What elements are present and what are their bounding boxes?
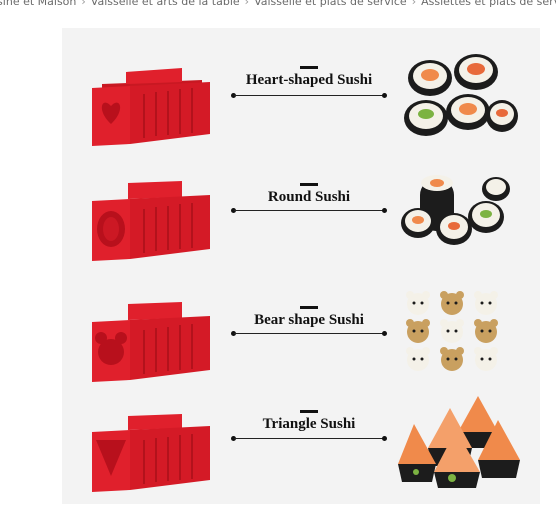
- row-round-sushi: Round Sushi: [62, 163, 540, 273]
- divider-line: [234, 438, 384, 439]
- row-label: Heart-shaped Sushi: [245, 72, 373, 88]
- breadcrumb-separator: ›: [244, 0, 250, 8]
- divider-line: [234, 333, 384, 334]
- triangle-sushi-icon: [398, 396, 520, 488]
- line-dot-left: [231, 208, 236, 213]
- row-label: Round Sushi: [267, 189, 351, 205]
- line-dot-left: [231, 436, 236, 441]
- title-dash: [300, 410, 318, 413]
- line-dot-left: [231, 331, 236, 336]
- breadcrumb-item-home[interactable]: isine et Maison: [0, 0, 77, 8]
- row-label: Bear shape Sushi: [254, 312, 364, 328]
- line-dot-right: [382, 436, 387, 441]
- sushi-rolls-icon: [404, 54, 518, 136]
- line-dot-left: [231, 93, 236, 98]
- breadcrumb-item-serving[interactable]: Vaisselle et plats de service: [254, 0, 407, 8]
- heart-mold-icon: [92, 68, 210, 146]
- bear-mold-icon: [92, 302, 210, 382]
- divider-line: [234, 210, 384, 211]
- title-dash: [300, 66, 318, 69]
- row-label: Triangle Sushi: [262, 416, 356, 432]
- row-bear-sushi: Bear shape Sushi: [62, 286, 540, 396]
- line-dot-right: [382, 208, 387, 213]
- row-heart-sushi: Heart-shaped Sushi: [62, 46, 540, 156]
- breadcrumb-item-tableware[interactable]: Vaisselle et arts de la table: [90, 0, 240, 8]
- round-mold-icon: [92, 181, 210, 261]
- title-dash: [300, 306, 318, 309]
- line-dot-right: [382, 93, 387, 98]
- triangle-mold-icon: [92, 414, 210, 492]
- bear-sushi-icon: [406, 291, 498, 371]
- round-sushi-icon: [401, 175, 510, 245]
- line-dot-right: [382, 331, 387, 336]
- divider-line: [234, 95, 384, 96]
- title-dash: [300, 183, 318, 186]
- row-triangle-sushi: Triangle Sushi: [62, 396, 540, 506]
- breadcrumb: isine et Maison › Vaisselle et arts de la …: [0, 0, 556, 9]
- product-image[interactable]: Heart-shaped Sushi: [62, 28, 540, 504]
- breadcrumb-separator: ›: [81, 0, 86, 8]
- breadcrumb-separator: ›: [411, 0, 417, 8]
- breadcrumb-item-plates[interactable]: Assiettes et plats de servic: [421, 0, 556, 8]
